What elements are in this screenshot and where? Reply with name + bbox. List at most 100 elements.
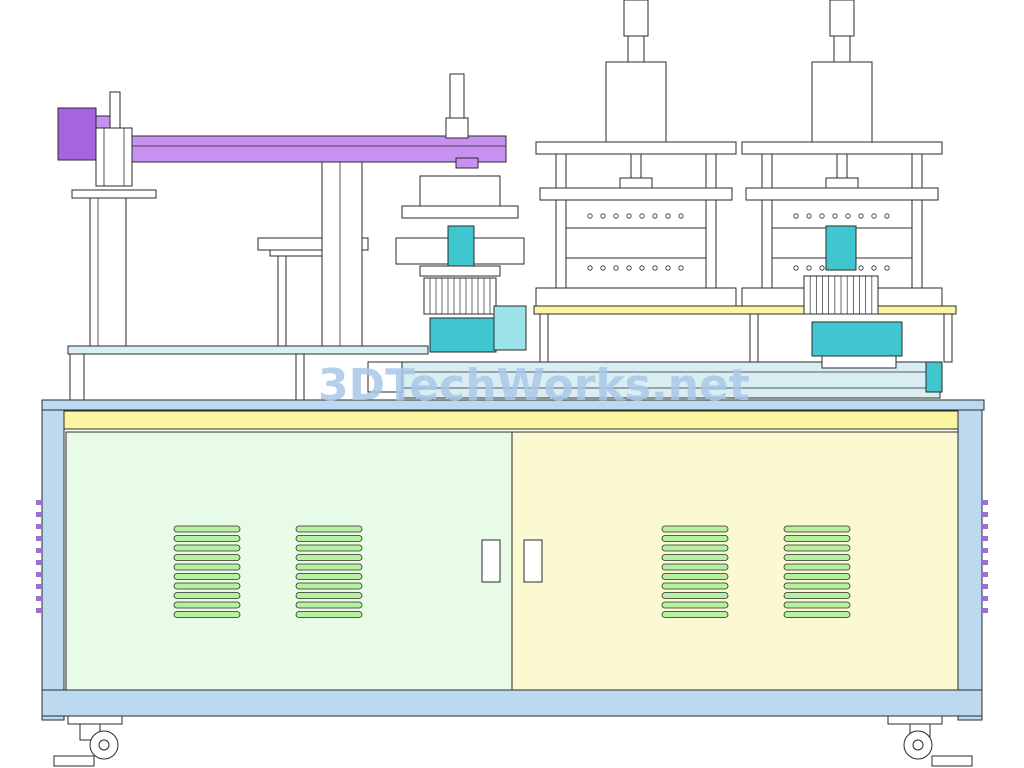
left-column-body — [69, 353, 85, 401]
picker-gearbox — [447, 225, 475, 267]
press-part — [829, 0, 855, 37]
vent-slat — [783, 544, 851, 552]
vent-slat — [783, 563, 851, 571]
vent-slat — [295, 544, 363, 552]
press-part — [619, 177, 653, 189]
right-rotary-module — [803, 225, 903, 369]
press-table — [533, 305, 957, 315]
right-door-handle — [523, 539, 543, 583]
die-hole — [806, 213, 812, 219]
left-station — [57, 73, 507, 401]
press-part — [535, 287, 737, 307]
gantry-cylinder — [109, 91, 121, 129]
vent-slat — [295, 554, 363, 561]
vent-slat — [783, 573, 851, 580]
die-hole — [587, 265, 593, 271]
die-hole — [819, 213, 825, 219]
mid-stand-leg-left — [277, 255, 287, 347]
vent-slat — [295, 525, 363, 533]
side-vent-left — [36, 560, 42, 565]
die-hole — [871, 265, 877, 271]
side-vent-right — [982, 524, 988, 529]
press-part — [705, 153, 717, 305]
side-vent-right — [982, 584, 988, 589]
die-hole — [613, 213, 619, 219]
die-hole — [871, 213, 877, 219]
side-vent-left — [36, 572, 42, 577]
cabinet-left-pillar — [41, 409, 65, 721]
vent-slat — [173, 592, 241, 599]
side-vent-left — [36, 500, 42, 505]
right-rotary-base — [811, 321, 903, 357]
vent-slat — [783, 592, 851, 599]
press-part — [741, 141, 943, 155]
die-hole — [884, 213, 890, 219]
vent-slat — [661, 525, 729, 533]
side-vent-left — [36, 584, 42, 589]
press-station — [535, 0, 737, 307]
vent-slat — [295, 582, 363, 590]
vent-slat — [661, 601, 729, 609]
vent-slat — [173, 563, 241, 571]
die-hole — [678, 213, 684, 219]
die-hole — [587, 213, 593, 219]
vent-slat — [783, 535, 851, 542]
die-hole — [665, 265, 671, 271]
leveling-foot-left — [53, 755, 95, 767]
cabinet-right-pillar — [957, 409, 983, 721]
caster-left — [53, 715, 123, 767]
vent-slat — [295, 611, 363, 618]
die-hole — [652, 265, 658, 271]
caster-right — [887, 715, 973, 767]
gantry-motor — [57, 107, 97, 161]
press-part — [623, 0, 649, 37]
die-hole — [884, 265, 890, 271]
vent-slat — [661, 554, 729, 561]
side-vent-left — [36, 608, 42, 613]
die-hole — [845, 213, 851, 219]
press-part — [555, 153, 567, 305]
die-hole — [858, 265, 864, 271]
side-vent-right — [982, 548, 988, 553]
heat-sink-fins — [429, 278, 491, 314]
vent-slat — [295, 573, 363, 580]
press-part — [833, 35, 851, 63]
side-vent-right — [982, 560, 988, 565]
picker-rotary-base — [429, 317, 497, 353]
die-hole — [613, 265, 619, 271]
side-vents — [36, 500, 988, 613]
mid-column — [321, 155, 363, 347]
press-part — [761, 153, 773, 305]
door-vents — [173, 525, 851, 618]
press-part — [811, 61, 873, 143]
side-vent-right — [982, 572, 988, 577]
side-vent-right — [982, 500, 988, 505]
vent-slat — [173, 544, 241, 552]
vent-slat — [661, 592, 729, 599]
die-hole — [678, 265, 684, 271]
die-hole — [858, 213, 864, 219]
vent-slat — [783, 601, 851, 609]
side-vent-left — [36, 536, 42, 541]
right-door-panel — [511, 431, 959, 691]
left-column-flange — [71, 189, 157, 199]
vent-slat — [173, 611, 241, 618]
vent-slat — [295, 601, 363, 609]
press-table-leg — [943, 313, 953, 363]
press-part — [771, 199, 913, 229]
die-hole — [600, 213, 606, 219]
vent-slat — [661, 544, 729, 552]
die-hole — [832, 213, 838, 219]
vent-slat — [295, 535, 363, 542]
press-part — [565, 199, 707, 229]
die-hole — [652, 213, 658, 219]
press-part — [911, 153, 923, 305]
vent-slat — [661, 535, 729, 542]
cabinet-bottom-rail — [41, 689, 983, 717]
worktable-plate — [41, 399, 985, 411]
die-hole — [793, 265, 799, 271]
press-part — [535, 141, 737, 155]
side-vent-right — [982, 536, 988, 541]
press-table-leg — [749, 313, 759, 363]
